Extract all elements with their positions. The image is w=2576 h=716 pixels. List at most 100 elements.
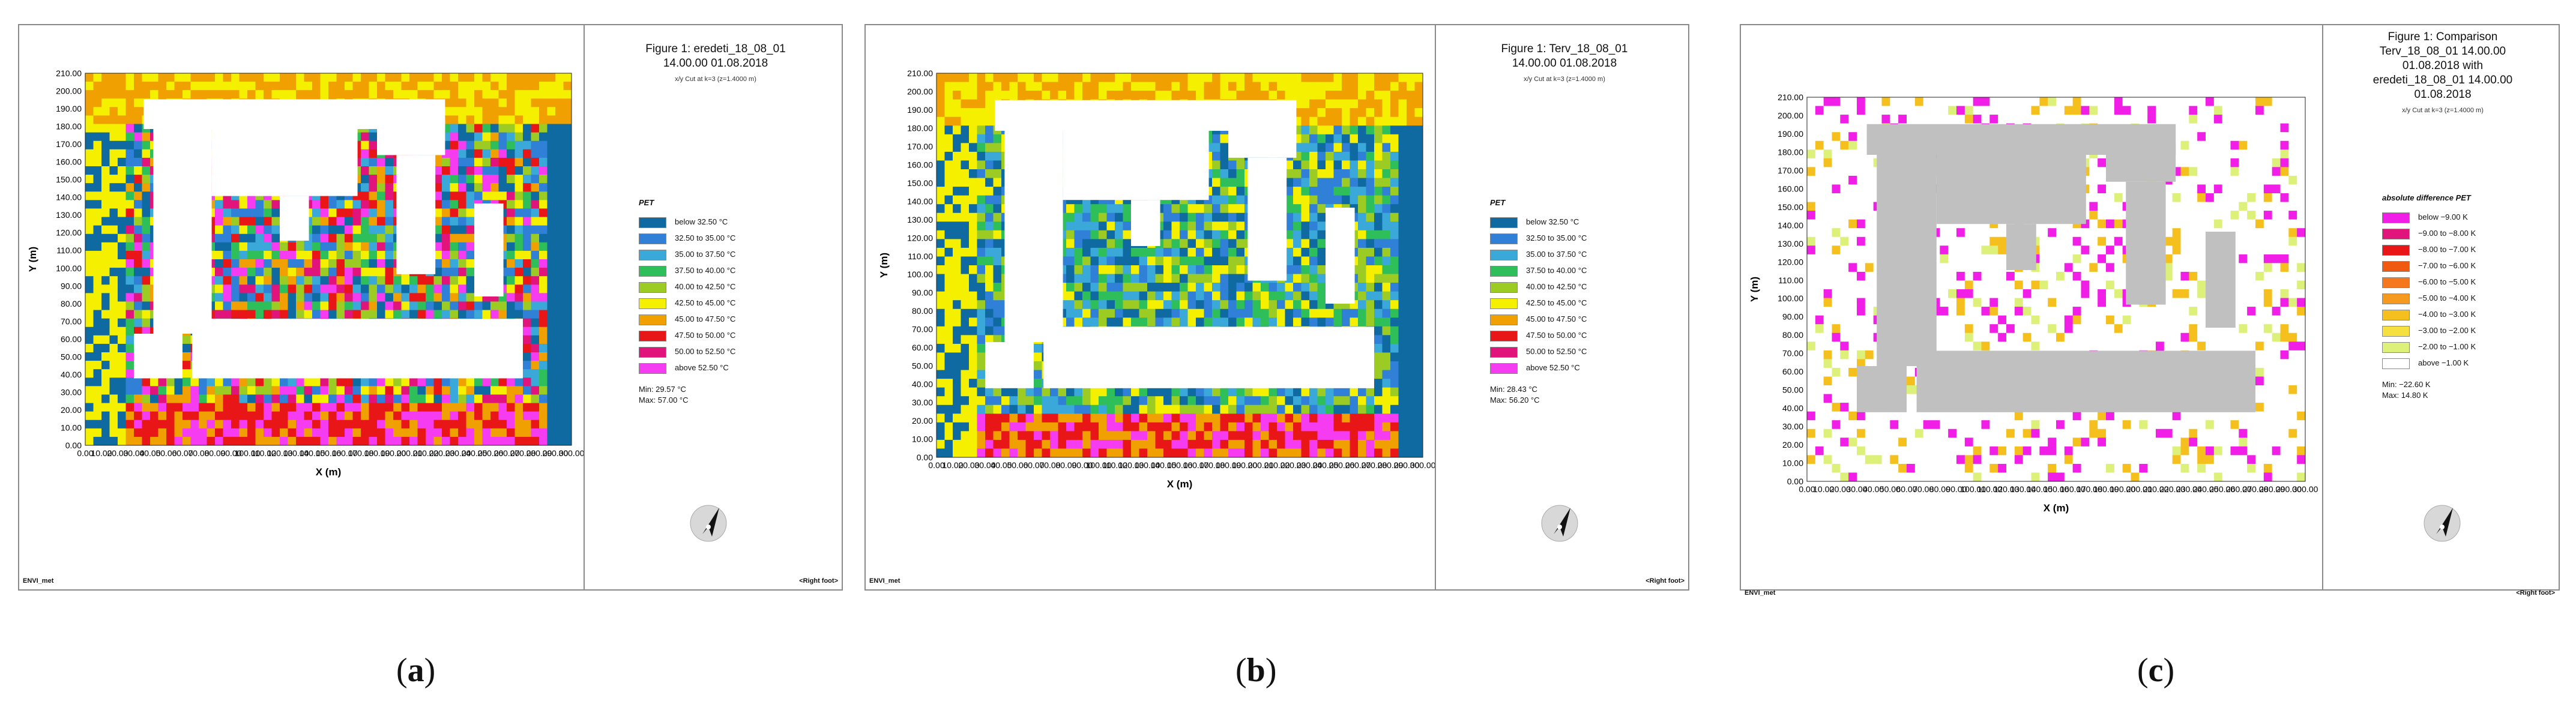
map-cell — [944, 82, 953, 91]
map-cell — [977, 317, 986, 327]
map-cell — [231, 73, 240, 82]
x-tick-label: 290.00 — [543, 448, 569, 458]
map-cell — [1301, 239, 1310, 248]
map-cell — [361, 293, 369, 302]
map-cell — [466, 394, 475, 404]
map-cell — [547, 361, 556, 370]
map-cell — [109, 343, 118, 353]
map-cell — [361, 191, 369, 200]
map-cell — [199, 411, 207, 421]
map-cell — [1090, 308, 1099, 318]
y-tick-label: 20.00 — [61, 405, 82, 415]
map-cell — [442, 250, 450, 260]
map-cell — [271, 310, 280, 319]
map-cell — [450, 166, 459, 175]
map-cell — [1407, 151, 1415, 161]
map-cell — [296, 428, 304, 438]
map-cell — [1317, 73, 1326, 83]
map-cell — [961, 108, 970, 118]
map-cell — [247, 268, 256, 277]
map-cell — [450, 403, 459, 412]
map-cell — [547, 225, 556, 235]
map-cell — [369, 268, 378, 277]
map-cell — [474, 124, 483, 133]
map-cell — [539, 124, 547, 133]
map-cell — [523, 191, 531, 200]
map-cell — [458, 310, 466, 319]
map-cell — [490, 115, 499, 125]
map-cell — [215, 293, 223, 302]
map-cell — [125, 175, 134, 184]
map-cell — [150, 73, 158, 82]
map-cell — [1106, 239, 1115, 248]
map-cell — [109, 208, 118, 218]
map-cell — [474, 183, 483, 192]
map-cell — [288, 428, 297, 438]
map-cell — [977, 308, 986, 318]
map-cell — [1090, 73, 1099, 83]
footer-right: <Right foot> — [799, 577, 838, 585]
map-cell — [985, 396, 994, 406]
map-cell — [539, 191, 547, 200]
map-cell — [207, 386, 216, 395]
map-cell — [523, 318, 531, 328]
map-cell — [239, 259, 248, 268]
map-cell — [125, 335, 134, 344]
map-cell — [166, 378, 175, 387]
map-cell — [320, 420, 329, 429]
map-cell — [1220, 134, 1229, 143]
map-cell — [466, 115, 475, 125]
map-cell — [944, 91, 953, 100]
map-cell — [393, 378, 402, 387]
map-cell — [531, 276, 540, 285]
map-cell — [1212, 239, 1220, 248]
map-cell — [142, 208, 151, 218]
map-cell — [239, 90, 248, 99]
legend-swatch — [639, 298, 666, 309]
map-cell — [523, 343, 531, 353]
map-cell — [377, 200, 385, 209]
map-cell — [514, 98, 523, 107]
map-cell — [85, 157, 94, 167]
map-cell — [328, 293, 337, 302]
map-cell — [336, 82, 345, 91]
map-cell — [977, 116, 986, 126]
map-cell — [1163, 230, 1172, 239]
map-cell — [458, 175, 466, 184]
map-cell — [1366, 274, 1375, 283]
map-cell — [125, 318, 134, 328]
map-cell — [199, 394, 207, 404]
map-cell — [1407, 265, 1415, 275]
map-cell — [539, 82, 547, 91]
map-cell — [1366, 239, 1375, 248]
map-cell — [320, 284, 329, 293]
map-cell — [1147, 91, 1156, 100]
map-cell — [1366, 187, 1375, 196]
map-cell — [547, 233, 556, 243]
map-cell — [953, 82, 961, 91]
map-cell — [1131, 274, 1139, 283]
map-cell — [961, 134, 970, 143]
map-cell — [271, 90, 280, 99]
map-cell — [288, 436, 297, 446]
map-cell — [433, 284, 442, 293]
map-cell — [215, 217, 223, 226]
map-cell — [1034, 379, 1042, 388]
map-cell — [498, 394, 507, 404]
map-cell — [1382, 308, 1391, 318]
map-cell — [401, 411, 410, 421]
map-cell — [514, 233, 523, 243]
map-cell — [433, 175, 442, 184]
map-cell — [1131, 265, 1139, 275]
map-cell — [1115, 291, 1123, 301]
map-cell — [1293, 187, 1302, 196]
map-cell — [385, 242, 394, 251]
map-cell — [498, 166, 507, 175]
map-cell — [142, 132, 151, 142]
map-cell — [985, 283, 994, 292]
map-cell — [953, 361, 961, 371]
map-cell — [547, 293, 556, 302]
map-cell — [1374, 169, 1383, 179]
map-cell — [207, 436, 216, 446]
map-cell — [937, 274, 945, 283]
